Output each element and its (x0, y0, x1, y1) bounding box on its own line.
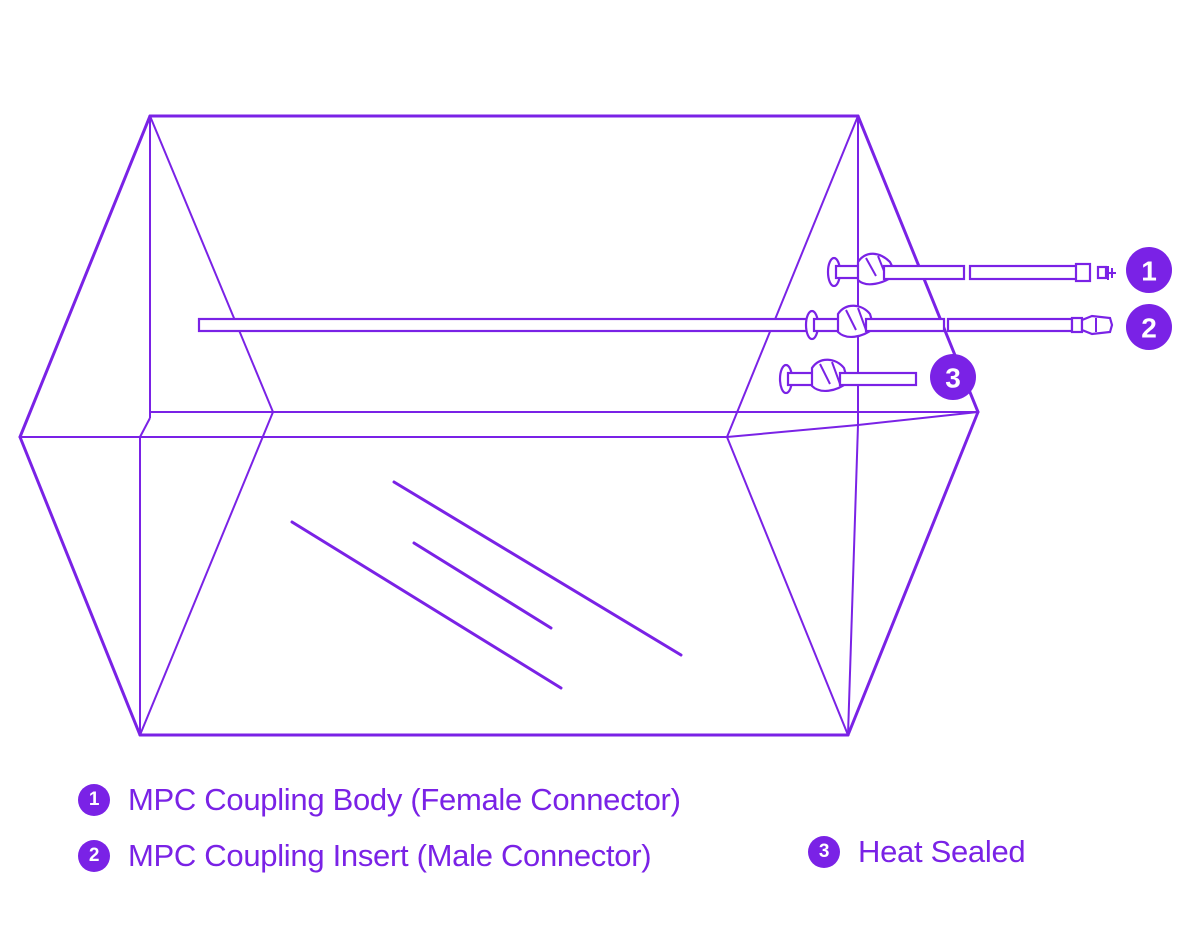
port-1-coupling-body (826, 252, 1116, 288)
bag-outline (18, 114, 980, 737)
badge-1-number: 1 (1141, 256, 1157, 287)
badge-3: 3 (930, 354, 976, 400)
legend-badge-3: 3 (808, 836, 840, 868)
reflection-lines (290, 480, 683, 690)
legend-badge-1: 1 (78, 784, 110, 816)
badge-3-number: 3 (945, 363, 961, 394)
legend-item-2: 2 MPC Coupling Insert (Male Connector) (78, 838, 652, 874)
legend-item-3: 3 Heat Sealed (808, 834, 1026, 870)
badge-1: 1 (1126, 247, 1172, 293)
port-2-coupling-insert (197, 304, 1114, 341)
legend-item-1: 1 MPC Coupling Body (Female Connector) (78, 782, 681, 818)
legend-label-2: MPC Coupling Insert (Male Connector) (128, 838, 652, 873)
badge-2: 2 (1126, 304, 1172, 350)
badge-2-number: 2 (1141, 313, 1157, 344)
legend-badge-2: 2 (78, 840, 110, 872)
legend-label-3: Heat Sealed (858, 834, 1026, 869)
port-3-heat-sealed (778, 358, 918, 395)
legend-label-1: MPC Coupling Body (Female Connector) (128, 782, 681, 817)
